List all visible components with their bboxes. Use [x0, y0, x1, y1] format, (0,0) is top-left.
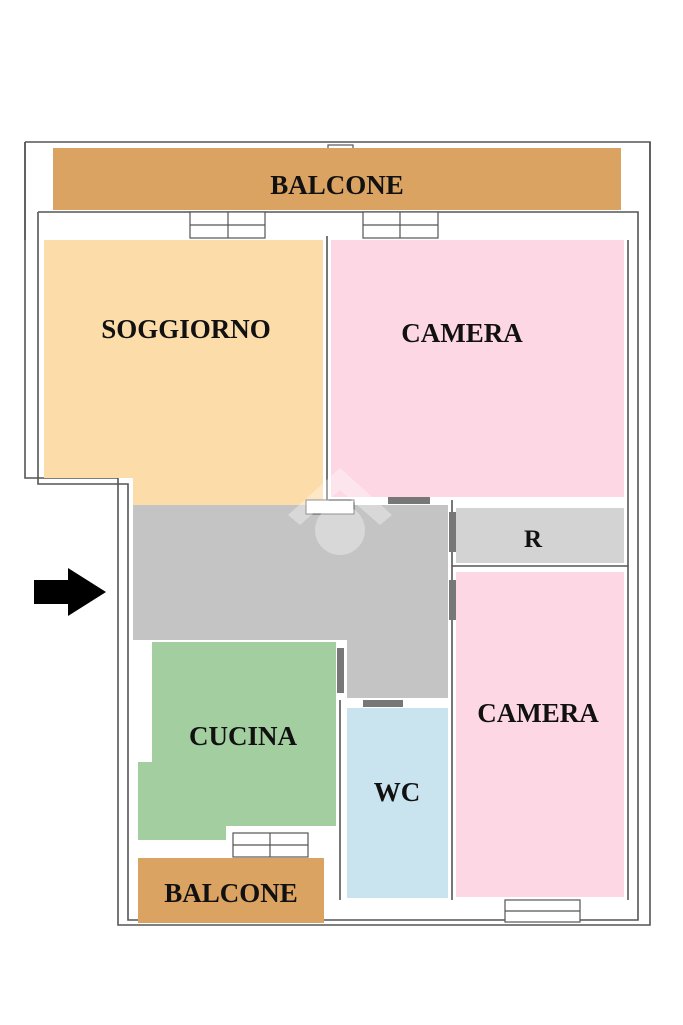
room-ripostiglio [456, 508, 624, 563]
entrance-arrow-icon [34, 568, 106, 616]
room-camera-bottom [456, 572, 624, 897]
label-cucina: CUCINA [189, 721, 298, 751]
label-camera-bottom: CAMERA [477, 698, 599, 728]
label-ripostiglio: R [524, 526, 543, 553]
doors [305, 497, 456, 707]
room-balcone-bottom [138, 858, 324, 923]
room-balcone-top [53, 148, 621, 210]
windows [189, 144, 581, 923]
watermark [288, 468, 392, 555]
label-balcone-top: BALCONE [270, 170, 404, 200]
room-disimpegno [133, 505, 448, 698]
room-wc [347, 708, 448, 898]
room-camera-top [331, 240, 624, 497]
label-soggiorno: SOGGIORNO [101, 314, 271, 344]
label-camera-top: CAMERA [401, 318, 523, 348]
label-balcone-bottom: BALCONE [164, 878, 298, 908]
inner-wall [37, 211, 639, 921]
room-cucina [138, 642, 336, 840]
room-soggiorno [44, 240, 323, 505]
label-wc: WC [374, 777, 421, 807]
walls [24, 141, 651, 926]
